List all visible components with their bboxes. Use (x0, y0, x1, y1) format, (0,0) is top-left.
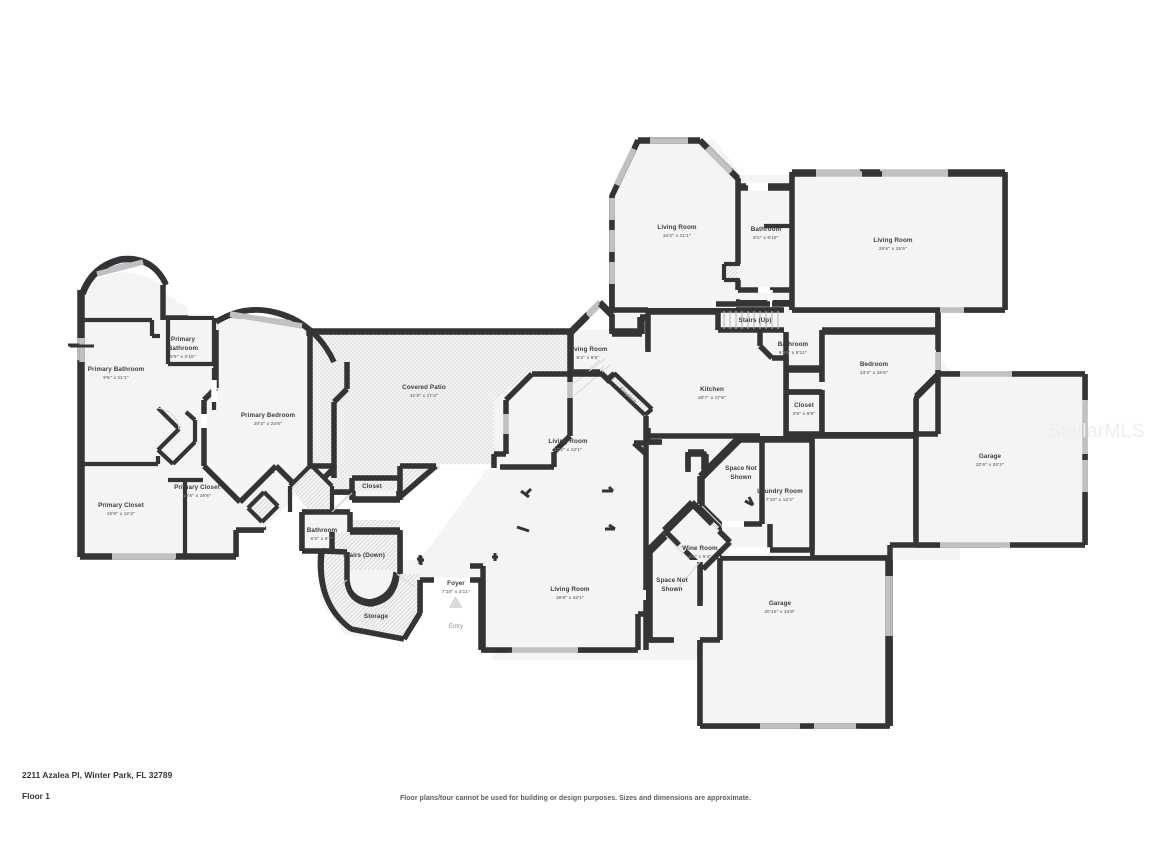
room-label: Primary Closet (98, 502, 145, 509)
room-dimension: 6'10" x 8'11" (779, 350, 807, 355)
room-dimension: 5'9" x 3'10" (170, 354, 196, 359)
room-dimension: 15'0" x 21'1" (663, 233, 691, 238)
room-label: Shown (661, 586, 682, 593)
room-dimension: 4'6" x 5'4" (689, 554, 712, 559)
room-label: Garage (979, 453, 1002, 460)
room-label: Living Room (550, 586, 590, 593)
room-label: Closet (362, 483, 383, 490)
room-label: Stairs (Down) (343, 552, 385, 559)
room-label: Bathroom (168, 345, 199, 352)
right-garage-fill (913, 371, 1088, 548)
room-label: Primary Closet (174, 484, 221, 491)
room-label: Primary (171, 336, 196, 343)
property-address: 2211 Azalea Pl, Winter Park, FL 32789 (22, 770, 173, 780)
room-label: Living Room (548, 438, 588, 445)
room-dimension: 9'5" x 21'1" (103, 375, 129, 380)
room-label: Space Not (725, 465, 757, 472)
lower-garage-fill (697, 555, 891, 729)
room-dimension: 17'2" x 13'1" (554, 447, 582, 452)
room-label: Primary Bathroom (88, 366, 145, 373)
room-dimension: 31'9" x 17'4" (410, 393, 438, 398)
room-label: Bathroom (778, 341, 809, 348)
top-structures (609, 138, 1008, 313)
room-label: Primary Bedroom (241, 412, 296, 419)
left-and-center (70, 256, 815, 653)
room-dimension: 22'6" x 20'3" (976, 462, 1004, 467)
room-dimension: 6'2" x 9'10" (753, 235, 779, 240)
entry-label: Entry (449, 624, 463, 630)
room-label: Living Room (568, 346, 608, 353)
room-label: Bathroom (307, 527, 338, 534)
room-label: Bedroom (860, 361, 889, 368)
room-dimension: 18'8" x 34'1" (556, 595, 584, 600)
room-dimension: 6'0" x 5'7" (311, 536, 334, 541)
room-dimension: 18'7" x 17'6" (698, 395, 726, 400)
room-dimension: 7'10" x 4'11" (442, 589, 470, 594)
watermark-text: StellarMLS (1048, 421, 1145, 442)
room-dimension: 25'6" x 15'5" (879, 246, 907, 251)
room-label: Space Not (656, 577, 688, 584)
entry-triangle-marker (449, 597, 463, 608)
disclaimer-text: Floor plans/tour cannot be used for buil… (400, 795, 751, 802)
room-dimension: 3'5" x 6'9" (793, 411, 816, 416)
room-dimension: 14'3" x 16'6" (860, 370, 888, 375)
room-dimension: 20'10" x 34'8" (765, 609, 796, 614)
room-label: Foyer (447, 580, 465, 587)
room-label: Covered Patio (402, 384, 446, 391)
room-label: Living Room (657, 224, 697, 231)
room-label: Stairs (Up) (739, 317, 772, 324)
room-label: Shown (730, 474, 751, 481)
room-label: Living Room (873, 237, 913, 244)
room-label: Closet (794, 402, 815, 409)
room-dimension: 20'3" x 24'8" (254, 421, 282, 426)
floor-label: Floor 1 (22, 791, 50, 801)
room-labels: Primary Bathroom 9'5" x 21'1" Primary Ba… (88, 224, 1004, 630)
room-label: Laundry Room (757, 488, 803, 495)
room-label: Storage (364, 613, 389, 620)
room-label: Kitchen (700, 386, 724, 393)
room-label: Garage (769, 600, 792, 607)
room-label: Bathroom (751, 226, 782, 233)
room-dimension: 10'9" x 12'3" (107, 511, 135, 516)
room-dimension: 7'10" x 13'2" (766, 497, 794, 502)
room-dimension: 6'4" x 9'5" (577, 355, 600, 360)
room-label: Wine Room (682, 545, 718, 552)
room-dimension: 14'5" x 16'6" (183, 493, 211, 498)
